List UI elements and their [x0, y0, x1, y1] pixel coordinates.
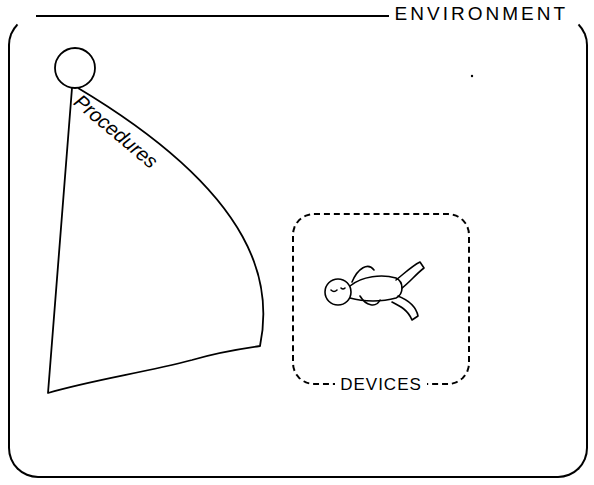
baby-leg [396, 262, 424, 288]
environment-region: ENVIRONMENTProceduresDEVICES [8, 15, 588, 478]
baby-figure [325, 262, 424, 320]
baby-arms [352, 266, 380, 305]
baby-body [350, 276, 402, 301]
speck [471, 75, 473, 77]
devices-box: DEVICES [292, 213, 470, 385]
cloak-body [48, 88, 263, 393]
baby-head [325, 279, 351, 305]
head-circle [55, 48, 95, 88]
baby-leg [392, 296, 418, 320]
region-label: ENVIRONMENT [389, 3, 574, 25]
cloak-label: Procedures [69, 90, 162, 173]
cloak-outline [22, 28, 272, 408]
baby-face [331, 288, 345, 292]
person-cloak: Procedures [22, 28, 272, 408]
region-label: DEVICES [335, 375, 427, 395]
